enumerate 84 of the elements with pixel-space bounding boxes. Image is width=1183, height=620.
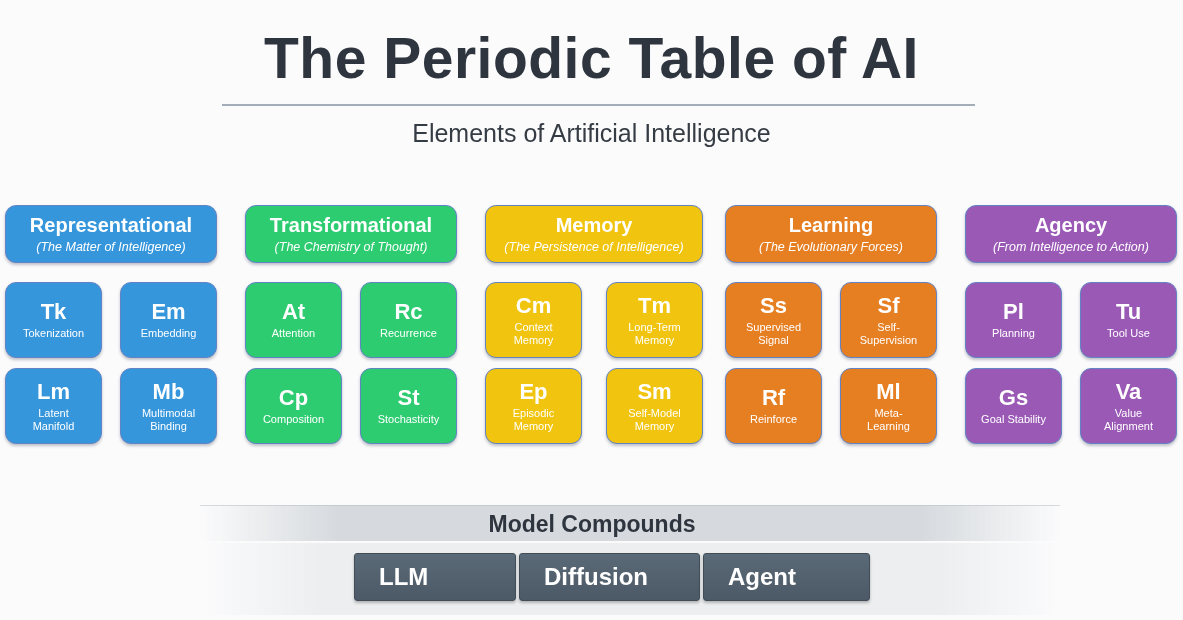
element-symbol: Ep	[519, 379, 548, 404]
category-header	[5, 205, 217, 263]
element-tile	[360, 282, 457, 358]
category-header	[485, 205, 703, 263]
element-symbol: Sf	[877, 293, 900, 318]
element-tile	[120, 368, 217, 444]
category-subtitle: (The Evolutionary Forces)	[759, 239, 903, 255]
element-tile	[840, 282, 937, 358]
element-tile	[725, 368, 822, 444]
element-name: Reinforce	[749, 413, 798, 426]
element-symbol: St	[397, 386, 420, 410]
element-tile	[5, 368, 102, 444]
category-name: Agency	[1034, 213, 1108, 237]
element-tile	[725, 282, 822, 358]
element-name: Attention	[271, 327, 316, 340]
element-symbol: Tm	[638, 293, 671, 318]
element-symbol: Cm	[515, 293, 552, 318]
element-symbol: Mb	[152, 379, 185, 404]
category-header	[725, 205, 937, 263]
element-name: Multimodal Binding	[140, 406, 197, 433]
element-tile	[485, 368, 582, 444]
category-subtitle: (From Intelligence to Action)	[993, 239, 1149, 255]
element-symbol: Rc	[394, 300, 423, 324]
element-name: Latent Manifold	[31, 406, 76, 433]
category-name: Learning	[788, 213, 874, 237]
element-symbol: Cp	[278, 386, 309, 410]
element-name: Self-Model Memory	[627, 406, 682, 433]
element-symbol: Va	[1115, 379, 1142, 404]
element-symbol: Gs	[998, 386, 1029, 410]
category-subtitle: (The Persistence of Intelligence)	[504, 239, 684, 255]
element-tile	[485, 282, 582, 358]
element-name: Meta-Learning	[866, 406, 911, 433]
element-name: Long-Term Memory	[627, 320, 682, 347]
subtitle: Elements of Artificial Intelligence	[412, 118, 771, 148]
compound-name: LLM	[379, 563, 429, 591]
element-tile	[1080, 282, 1177, 358]
category-name: Representational	[29, 213, 193, 237]
title: The Periodic Table of AI	[264, 26, 919, 90]
category-name: Memory	[555, 213, 633, 237]
element-symbol: Rf	[761, 386, 786, 410]
element-symbol: Ml	[876, 379, 901, 404]
element-symbol: Lm	[37, 379, 70, 404]
category-subtitle: (The Matter of Intelligence)	[36, 239, 186, 255]
section-heading: Model Compounds	[488, 509, 696, 538]
element-symbol: Sm	[637, 379, 672, 404]
element-symbol: Tk	[40, 300, 67, 324]
element-tile	[965, 368, 1062, 444]
element-tile	[965, 282, 1062, 358]
element-name: Goal Stability	[981, 413, 1046, 426]
element-tile	[606, 282, 703, 358]
category-header	[245, 205, 457, 263]
category-header	[965, 205, 1177, 263]
element-name: Tokenization	[22, 327, 85, 340]
element-symbol: At	[281, 300, 306, 324]
element-name: Tool Use	[1107, 327, 1150, 340]
element-tile	[245, 282, 342, 358]
element-symbol: Ss	[760, 293, 787, 318]
element-symbol: Em	[151, 300, 186, 324]
element-name: Context Memory	[512, 320, 555, 347]
compound-name: Diffusion	[544, 563, 648, 591]
element-name: Composition	[262, 413, 325, 426]
element-name: Embedding	[140, 327, 197, 340]
category-subtitle: (The Chemistry of Thought)	[274, 239, 428, 255]
element-tile	[840, 368, 937, 444]
element-name: Planning	[992, 327, 1035, 340]
element-name: Recurrence	[380, 327, 437, 340]
category-name: Transformational	[269, 213, 433, 237]
element-symbol: Tu	[1115, 300, 1142, 324]
element-name: Self-Supervision	[858, 320, 919, 347]
element-name: Supervised Signal	[744, 320, 802, 347]
element-name: Value Alignment	[1103, 406, 1154, 433]
compound-name: Agent	[728, 563, 796, 591]
compound-tile	[703, 553, 870, 601]
element-tile	[120, 282, 217, 358]
element-tile	[360, 368, 457, 444]
element-tile	[245, 368, 342, 444]
element-name: Stochasticity	[377, 413, 440, 426]
element-tile	[5, 282, 102, 358]
element-tile	[1080, 368, 1177, 444]
element-tile	[606, 368, 703, 444]
element-symbol: Pl	[1003, 300, 1024, 324]
element-name: Episodic Memory	[511, 406, 556, 433]
compound-tile	[354, 553, 516, 601]
compound-tile	[519, 553, 700, 601]
